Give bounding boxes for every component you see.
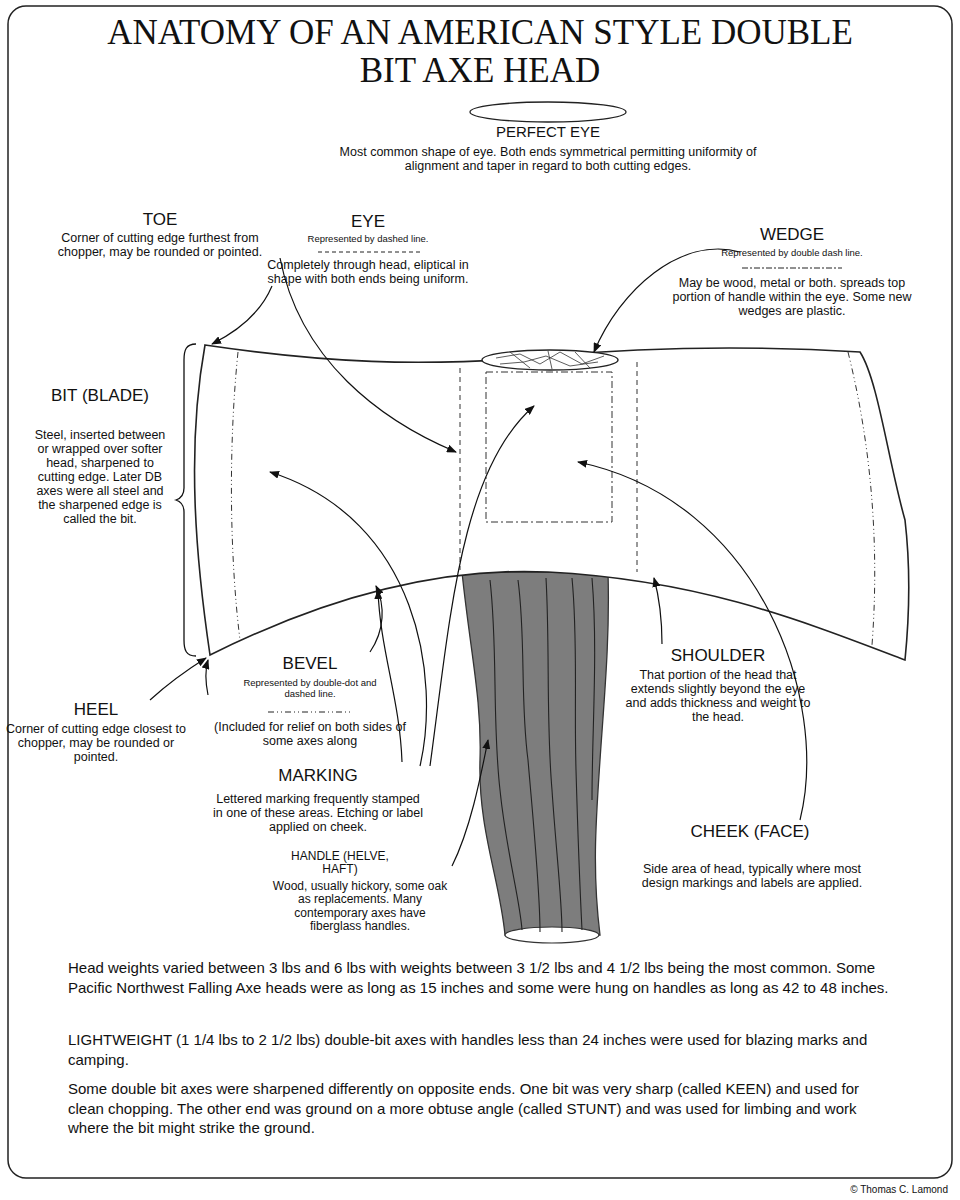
- part-label: Most common shape of eye. Both ends symm…: [328, 145, 768, 173]
- note-paragraph: LIGHTWEIGHT (1 1/4 lbs to 2 1/2 lbs) dou…: [68, 1030, 898, 1069]
- copyright: © Thomas C. Lamond: [748, 1184, 948, 1195]
- part-label: TOE: [60, 210, 260, 229]
- title: ANATOMY OF AN AMERICAN STYLE DOUBLE BIT …: [80, 14, 880, 90]
- part-label: PERFECT EYE: [338, 124, 758, 141]
- note-paragraph: Some double bit axes were sharpened diff…: [68, 1079, 898, 1138]
- part-label: Corner of cutting edge closest to choppe…: [6, 722, 186, 764]
- part-label: MARKING: [228, 766, 408, 785]
- part-label: SHOULDER: [628, 646, 808, 665]
- part-label: Corner of cutting edge furthest from cho…: [55, 231, 265, 259]
- axe-head: [195, 345, 909, 660]
- part-label: Wood, usually hickory, some oak as repla…: [270, 880, 450, 934]
- bit-bracket: [176, 344, 196, 656]
- note-paragraph: Head weights varied between 3 lbs and 6 …: [68, 958, 898, 997]
- part-label: Completely through head, eliptical in sh…: [258, 258, 478, 286]
- part-label: CHEEK (FACE): [670, 822, 830, 841]
- eye-opening: [482, 350, 618, 370]
- part-label: Steel, inserted between or wrapped over …: [31, 428, 169, 526]
- part-label: Side area of head, typically where most …: [632, 862, 872, 890]
- part-label: That portion of the head that extends sl…: [623, 668, 813, 724]
- part-label: (Included for relief on both sides of so…: [210, 720, 410, 748]
- part-label: HEEL: [6, 700, 186, 719]
- part-label: BIT (BLADE): [35, 386, 165, 405]
- frame: [8, 6, 952, 1178]
- part-label: Represented by double dash line.: [692, 248, 892, 259]
- part-label: May be wood, metal or both. spreads top …: [672, 276, 912, 318]
- part-label: EYE: [268, 212, 468, 231]
- part-label: HANDLE (HELVE, HAFT): [280, 850, 400, 877]
- part-label: Represented by double-dot and dashed lin…: [240, 678, 380, 699]
- handle: [462, 572, 608, 935]
- part-label: WEDGE: [692, 225, 892, 244]
- part-label: Represented by dashed line.: [268, 234, 468, 245]
- perfect-eye-shape: [470, 102, 626, 122]
- part-label: BEVEL: [230, 654, 390, 673]
- part-label: Lettered marking frequently stamped in o…: [213, 792, 423, 834]
